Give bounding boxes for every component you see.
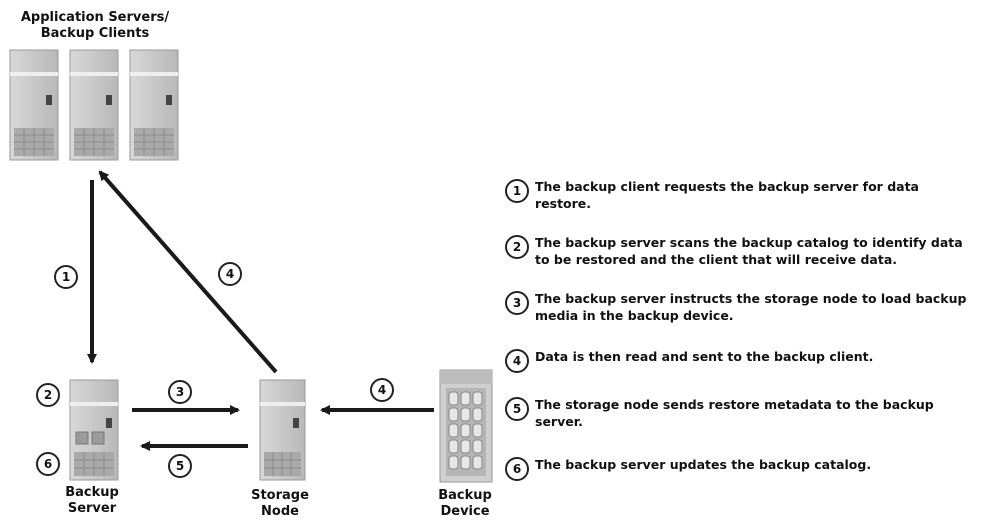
marker-step-4a: 4 — [218, 262, 242, 286]
legend-step-1-text: The backup client requests the backup se… — [535, 179, 919, 211]
storage-node-icon — [259, 379, 306, 481]
arrow-4-to-client — [98, 170, 278, 374]
legend-step-4: 4 Data is then read and sent to the back… — [505, 348, 975, 373]
legend-step-4-number: 4 — [505, 349, 529, 373]
marker-step-2: 2 — [36, 383, 60, 407]
app-servers-label: Application Servers/ Backup Clients — [20, 10, 170, 41]
marker-step-5: 5 — [168, 454, 192, 478]
storage-node-label: Storage Node — [251, 488, 309, 519]
legend-step-3: 3 The backup server instructs the storag… — [505, 290, 975, 324]
backup-server-icon — [69, 379, 119, 481]
app-server-2-icon — [69, 49, 119, 161]
legend-step-5: 5 The storage node sends restore metadat… — [505, 396, 975, 430]
legend-step-2: 2 The backup server scans the backup cat… — [505, 234, 975, 268]
backup-device-label: Backup Device — [438, 488, 492, 519]
legend-step-5-number: 5 — [505, 397, 529, 421]
legend-step-2-text: The backup server scans the backup catal… — [535, 235, 963, 267]
legend-step-4-text: Data is then read and sent to the backup… — [535, 349, 874, 364]
legend-step-1: 1 The backup client requests the backup … — [505, 178, 975, 212]
marker-step-3: 3 — [168, 380, 192, 404]
app-server-1-icon — [9, 49, 59, 161]
legend-step-2-number: 2 — [505, 235, 529, 259]
legend-step-5-text: The storage node sends restore metadata … — [535, 397, 934, 429]
legend-step-1-number: 1 — [505, 179, 529, 203]
marker-step-1: 1 — [54, 265, 78, 289]
marker-step-6: 6 — [36, 452, 60, 476]
legend-step-6: 6 The backup server updates the backup c… — [505, 456, 975, 481]
legend-step-3-text: The backup server instructs the storage … — [535, 291, 967, 323]
backup-device-icon — [439, 369, 493, 483]
legend-step-3-number: 3 — [505, 291, 529, 315]
legend-step-6-text: The backup server updates the backup cat… — [535, 457, 872, 472]
legend-step-6-number: 6 — [505, 457, 529, 481]
app-server-3-icon — [129, 49, 179, 161]
backup-server-label: Backup Server — [65, 485, 119, 516]
marker-step-4b: 4 — [370, 378, 394, 402]
